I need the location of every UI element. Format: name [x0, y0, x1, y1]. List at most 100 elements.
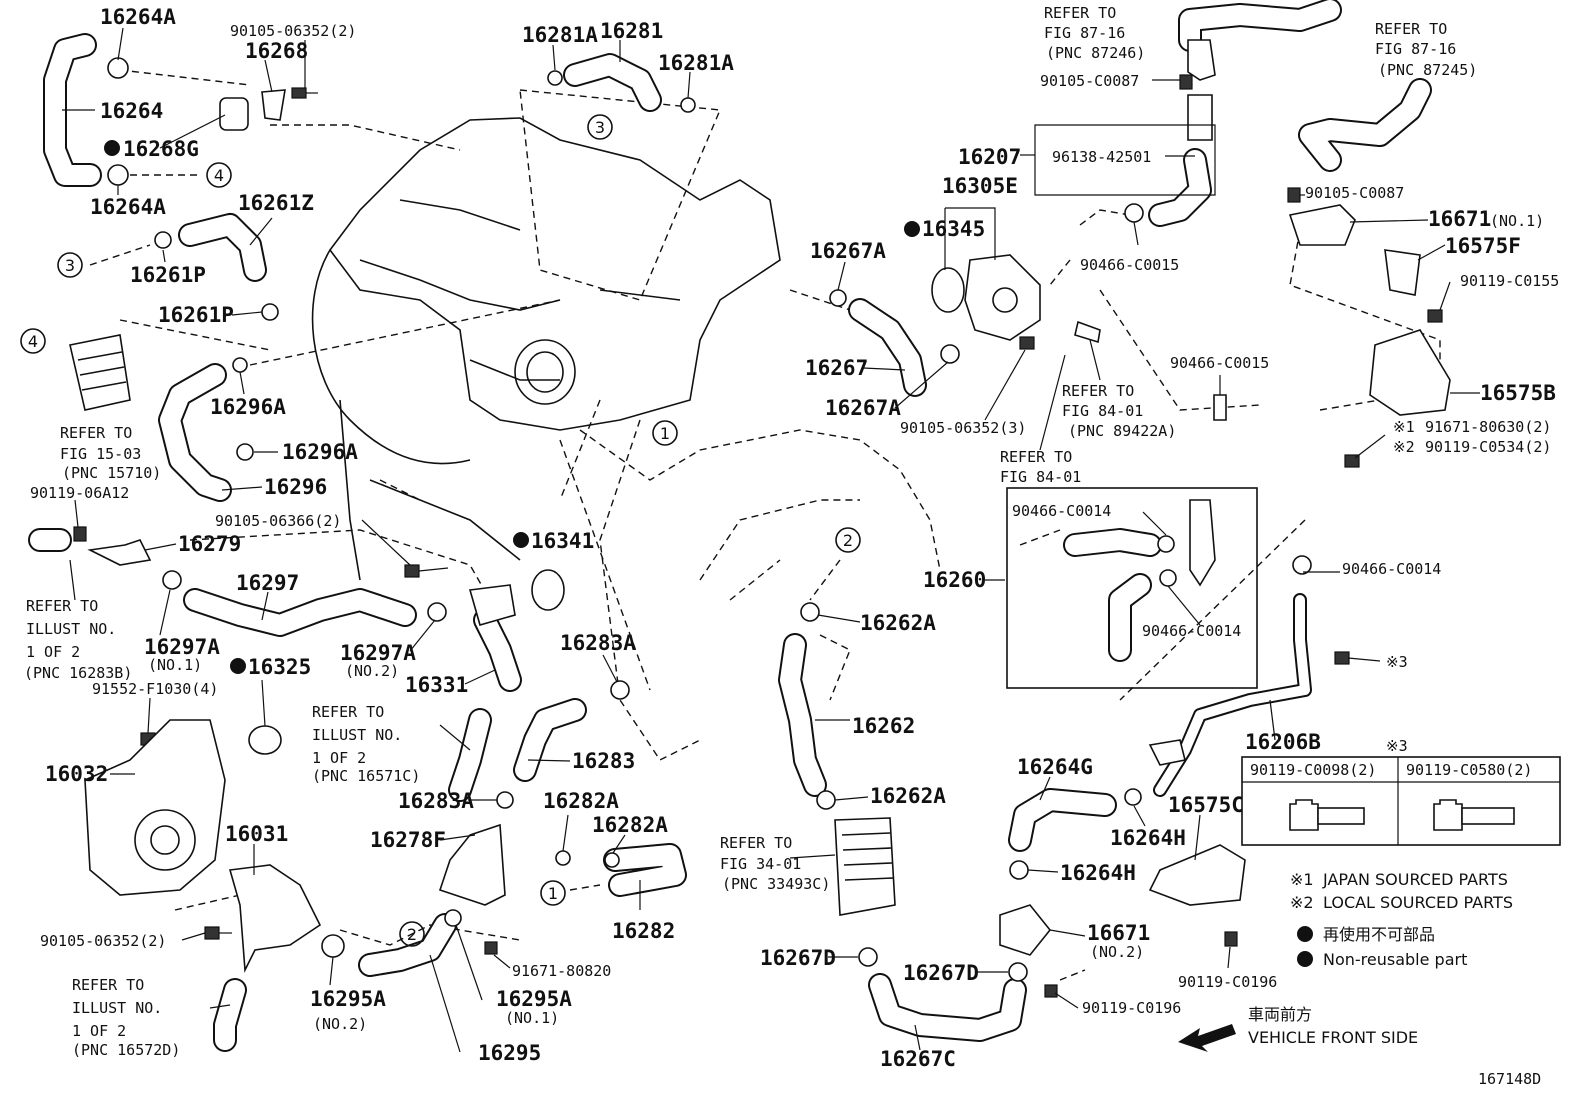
non-reusable-dot-icon: [1297, 926, 1313, 942]
bolt-icon: [291, 87, 318, 99]
label-16295A-no2: 16295A: [310, 987, 386, 1011]
label-16297A-no2: 16297A: [340, 641, 416, 665]
refer-line: FIG 34-01: [720, 855, 801, 873]
hoses: [28, 0, 1432, 1052]
label-90105-06352-2: 90105-06352(2): [40, 932, 166, 950]
refer-line: REFER TO: [26, 597, 98, 615]
note-mark-2: ※2: [1393, 438, 1415, 456]
refer-line: REFER TO: [312, 703, 384, 721]
label-16671-no1-sub: (NO.1): [1490, 212, 1544, 230]
label-16032: 16032: [45, 762, 108, 786]
sensor-16671-2-icon: [999, 904, 1052, 956]
label-16282A: 16282A: [592, 813, 668, 837]
clamp-icon: [236, 443, 254, 461]
label-16296: 16296: [264, 475, 327, 499]
note-japan-sourced: JAPAN SOURCED PARTS: [1322, 870, 1508, 889]
label-16282: 16282: [612, 919, 675, 943]
label-16261Z: 16261Z: [238, 191, 314, 215]
label-90119-C0196: 90119-C0196: [1082, 999, 1181, 1017]
bolt-table-col1: 90119-C0098(2): [1250, 761, 1376, 779]
bracket-16575C-icon: [1148, 844, 1246, 906]
leader-lines: [62, 27, 1480, 1053]
callout-3-label: 3: [595, 118, 605, 137]
label-91671-80820: 91671-80820: [512, 962, 611, 980]
bolt-icon: [1224, 931, 1238, 947]
callout-2-label: 2: [843, 531, 853, 550]
refer-line: FIG 87-16: [1375, 40, 1456, 58]
callout-3: 3: [57, 252, 83, 278]
clamp-icon: [610, 680, 630, 700]
bolt-table: ※3 90119-C0098(2) 90119-C0580(2): [1241, 737, 1561, 846]
note-mark-1: ※1: [1393, 418, 1415, 436]
front-label-en: VEHICLE FRONT SIDE: [1248, 1028, 1418, 1047]
label-16575C: 16575C: [1168, 793, 1244, 817]
label-90105-06352-3: 90105-06352(3): [900, 419, 1026, 437]
label-16295A-no2-sub: (NO.2): [313, 1015, 367, 1033]
label-16281A: 16281A: [658, 51, 734, 75]
label-16278F: 16278F: [370, 828, 446, 852]
refer-line: REFER TO: [72, 976, 144, 994]
front-arrow-icon: [1178, 1024, 1236, 1052]
refer-line: ILLUST NO.: [72, 999, 162, 1017]
clamp-icon: [162, 570, 182, 590]
label-16325: 16325: [248, 655, 311, 679]
sensor-16671-1-icon: [1288, 204, 1356, 246]
oil-cooler-15710-icon: [69, 334, 131, 411]
label-16264A: 16264A: [100, 5, 176, 29]
flange-bolt-icon: [1433, 799, 1515, 831]
callout-4-label: 4: [28, 332, 38, 351]
label-16264H: 16264H: [1110, 826, 1186, 850]
label-90119-C0155: 90119-C0155: [1460, 272, 1559, 290]
water-pump-16032-icon: [84, 719, 226, 896]
cooler-33493C-icon: [834, 817, 896, 916]
housing-16305E-icon: [964, 254, 1041, 341]
clamp-icon: [496, 791, 514, 809]
callout-4: 4: [206, 162, 232, 188]
label-16297A-no1-sub: (NO.1): [148, 656, 202, 674]
clamps: [107, 57, 1312, 982]
clamp-icon: [816, 790, 836, 810]
label-16297A-no1: 16297A: [144, 635, 220, 659]
bolt-icon: [1044, 984, 1058, 998]
refer-line: FIG 84-01: [1062, 402, 1143, 420]
clamp-icon: [1124, 788, 1142, 806]
clamp-icon: [547, 70, 563, 86]
non-reusable-dot-icon: [904, 221, 920, 237]
gasket-16345-icon: [931, 267, 965, 313]
label-16295A-no1-sub: (NO.1): [505, 1009, 559, 1027]
callout-4: 4: [20, 328, 46, 354]
bolt-icon: [1334, 651, 1350, 665]
label-16671-no2: 16671: [1087, 921, 1150, 945]
refer-notes: REFER TO FIG 87-16 (PNC 87246) REFER TO …: [24, 4, 1477, 1059]
label-90466-C0014: 90466-C0014: [1012, 502, 1111, 520]
callout-2-label: 2: [407, 925, 417, 944]
label-note3-mark: ※3: [1386, 653, 1408, 671]
label-16296A: 16296A: [210, 395, 286, 419]
label-16283A: 16283A: [398, 789, 474, 813]
clamp-icon: [321, 934, 345, 958]
label-16671-no1: 16671: [1428, 207, 1491, 231]
refer-line: 1 OF 2: [312, 749, 366, 767]
label-16264: 16264: [100, 99, 163, 123]
callout-1: 1: [652, 420, 678, 446]
refer-line: ILLUST NO.: [312, 726, 402, 744]
pipe-16260-fitting-icon: [1189, 499, 1216, 587]
refer-line: (PNC 16572D): [72, 1041, 180, 1059]
refer-line: ILLUST NO.: [26, 620, 116, 638]
label-16267C: 16267C: [880, 1047, 956, 1071]
non-reusable-dot-icon: [1297, 951, 1313, 967]
bolt-table-col2: 90119-C0580(2): [1406, 761, 1532, 779]
label-91671-80630-2: 91671-80630(2): [1425, 418, 1551, 436]
non-reusable-markers: [104, 140, 920, 674]
non-reusable-dot-icon: [104, 140, 120, 156]
label-16575B: 16575B: [1480, 381, 1556, 405]
label-90105-C0087: 90105-C0087: [1040, 72, 1139, 90]
clamp-icon: [444, 909, 462, 927]
label-16207: 16207: [958, 145, 1021, 169]
detail-box-16260: [1006, 487, 1258, 689]
callout-4-label: 4: [214, 166, 224, 185]
clamp-icon: [1157, 535, 1175, 553]
refer-line: 1 OF 2: [72, 1022, 126, 1040]
label-90119-06A12: 90119-06A12: [30, 484, 129, 502]
